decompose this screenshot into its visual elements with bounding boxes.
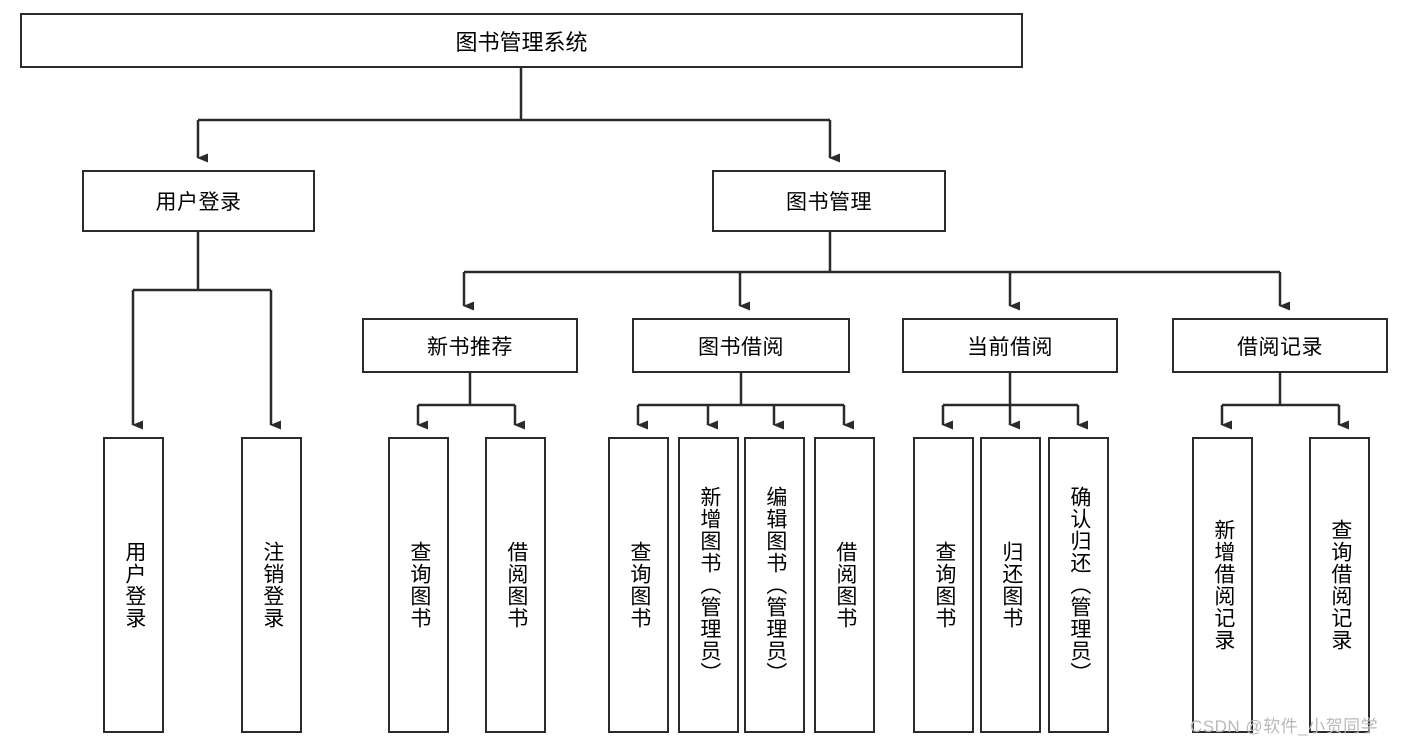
node-book-management[interactable]: 图书管理 (712, 170, 946, 232)
leaf-label: 新增图书（管理员） (697, 486, 721, 684)
node-user-login[interactable]: 用户登录 (82, 170, 315, 232)
leaf-label: 查询借阅记录 (1328, 519, 1352, 651)
leaf-new-book-query[interactable]: 查询图书 (388, 437, 449, 733)
leaf-book-borrow-query[interactable]: 查询图书 (608, 437, 669, 733)
leaf-label: 查询图书 (627, 541, 651, 629)
leaf-label: 确认归还（管理员） (1067, 486, 1091, 684)
node-book-management-label: 图书管理 (786, 191, 872, 214)
leaf-book-borrow-borrow[interactable]: 借阅图书 (814, 437, 875, 733)
leaf-label: 编辑图书（管理员） (763, 486, 787, 684)
leaf-user-login-logout[interactable]: 注销登录 (241, 437, 302, 733)
node-current-borrow-label: 当前借阅 (967, 335, 1053, 359)
leaf-label: 借阅图书 (833, 541, 857, 629)
node-user-login-label: 用户登录 (155, 191, 242, 214)
leaf-label: 用户登录 (122, 541, 146, 629)
leaf-borrow-record-add[interactable]: 新增借阅记录 (1192, 437, 1253, 733)
node-borrow-record[interactable]: 借阅记录 (1172, 318, 1388, 373)
leaf-label: 查询图书 (932, 541, 956, 629)
node-book-borrow[interactable]: 图书借阅 (632, 318, 850, 373)
leaf-book-borrow-edit[interactable]: 编辑图书（管理员） (744, 437, 805, 733)
leaf-label: 新增借阅记录 (1211, 519, 1235, 651)
node-current-borrow[interactable]: 当前借阅 (902, 318, 1118, 373)
leaf-label: 查询图书 (407, 541, 431, 629)
node-borrow-record-label: 借阅记录 (1237, 335, 1323, 359)
watermark: CSDN @软件_小贺同学 (1190, 717, 1379, 736)
leaf-new-book-borrow[interactable]: 借阅图书 (485, 437, 546, 733)
node-new-book-recommend-label: 新书推荐 (427, 335, 513, 359)
leaf-label: 归还图书 (999, 541, 1023, 629)
leaf-label: 注销登录 (260, 541, 284, 629)
leaf-current-borrow-confirm-return[interactable]: 确认归还（管理员） (1048, 437, 1109, 733)
node-root-system[interactable]: 图书管理系统 (20, 13, 1023, 68)
node-root-label: 图书管理系统 (455, 29, 588, 55)
leaf-user-login-login[interactable]: 用户登录 (103, 437, 164, 733)
node-new-book-recommend[interactable]: 新书推荐 (362, 318, 578, 373)
leaf-current-borrow-return[interactable]: 归还图书 (980, 437, 1041, 733)
leaf-label: 借阅图书 (504, 541, 528, 629)
leaf-current-borrow-query[interactable]: 查询图书 (913, 437, 974, 733)
leaf-borrow-record-query[interactable]: 查询借阅记录 (1309, 437, 1370, 733)
leaf-book-borrow-add[interactable]: 新增图书（管理员） (678, 437, 739, 733)
node-book-borrow-label: 图书借阅 (698, 335, 784, 359)
